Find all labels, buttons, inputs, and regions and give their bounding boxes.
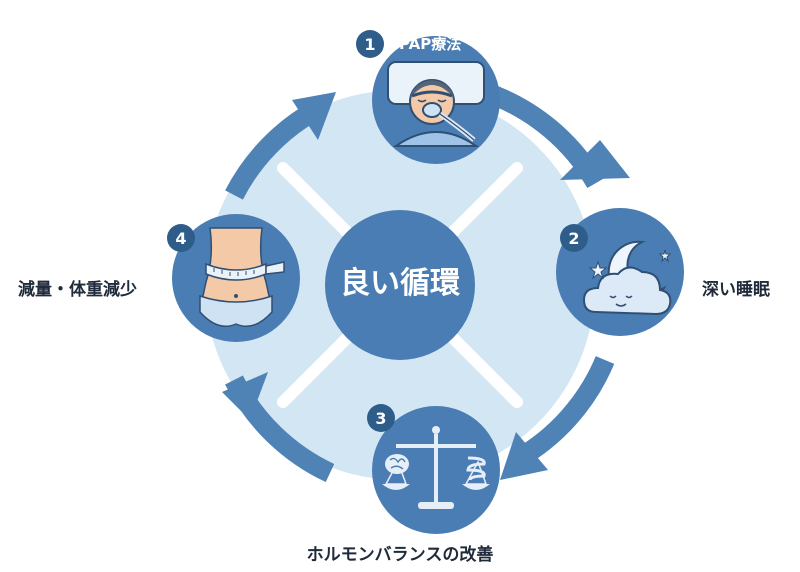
arrowhead-to-1 [292,92,336,140]
badge-step1: 1 [356,30,384,58]
badge-step4: 4 [167,224,195,252]
badge-number-2: 2 [568,229,579,248]
arrowhead-to-4 [222,372,268,420]
node-step1 [372,36,500,164]
step1-label: CPAP療法 [388,35,462,53]
moon-cloud-stars-icon [582,240,672,316]
step2-label: 深い睡眠 [702,280,770,300]
center-circle [325,210,475,360]
badge-step2: 2 [560,224,588,252]
arrowhead-to-2 [560,140,630,180]
node-step2 [556,208,684,336]
badge-number-3: 3 [375,409,386,428]
badge-number-1: 1 [364,35,375,54]
step3-label: ホルモンバランスの改善 [306,545,494,565]
node-step4 [172,214,300,342]
cycle-arrowheads [222,92,630,480]
step4-label: 減量・体重減少 [18,280,137,300]
badge-step3: 3 [367,404,395,432]
waist-measuring-tape-icon [199,227,285,327]
arrowhead-to-3 [500,432,548,480]
brain-gut-balance-scale-icon [382,426,490,509]
node-step3 [372,406,500,534]
cpap-mask-sleeper-icon [387,61,485,147]
center-title: 良い循環 [340,266,460,301]
badge-number-4: 4 [175,229,186,248]
